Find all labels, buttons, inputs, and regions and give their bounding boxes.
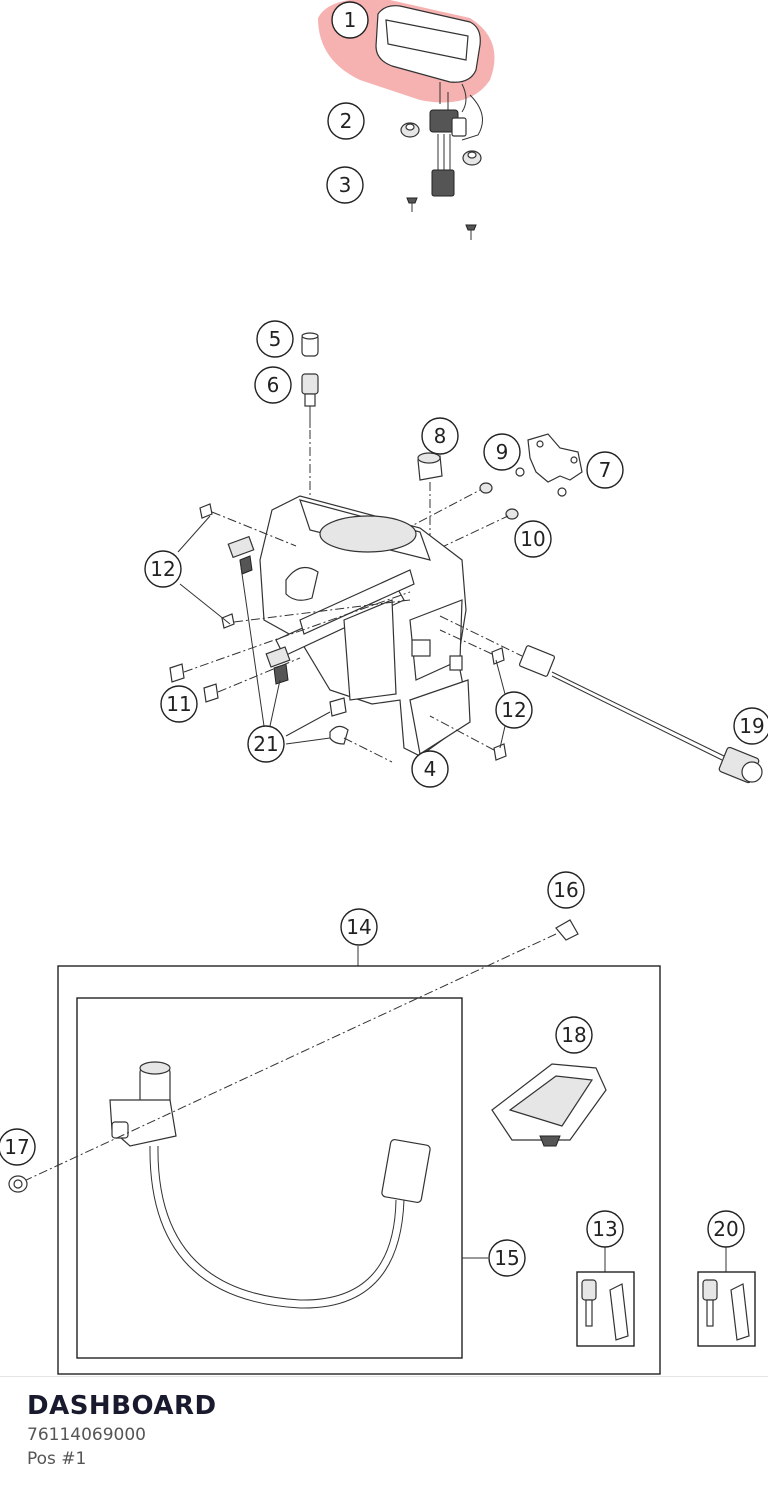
- callout-8[interactable]: 8: [421, 417, 459, 455]
- key-set-parts: [576, 1246, 756, 1347]
- callout-16[interactable]: 16: [547, 871, 585, 909]
- sensor-cable-part: [439, 615, 763, 784]
- callout-15[interactable]: 15: [488, 1239, 526, 1277]
- svg-text:4: 4: [424, 757, 437, 781]
- bracket-part: [259, 495, 471, 757]
- dashboard-connector: [429, 92, 483, 197]
- svg-text:19: 19: [739, 714, 764, 738]
- svg-text:5: 5: [269, 327, 282, 351]
- svg-text:8: 8: [434, 424, 447, 448]
- svg-text:2: 2: [340, 109, 353, 133]
- svg-text:20: 20: [713, 1217, 738, 1241]
- callout-9[interactable]: 9: [483, 433, 521, 471]
- svg-text:18: 18: [561, 1023, 586, 1047]
- svg-text:10: 10: [520, 527, 545, 551]
- clip-parts: [227, 535, 349, 745]
- ignition-lock-part: [109, 1061, 488, 1309]
- svg-text:12: 12: [150, 557, 175, 581]
- callout-7[interactable]: 7: [586, 451, 624, 489]
- ignition-kit-box: [57, 946, 661, 1375]
- lock-screw-part: [8, 919, 579, 1193]
- part-number: 76114069000: [27, 1425, 146, 1445]
- svg-text:21: 21: [253, 732, 278, 756]
- part-title: DASHBOARD: [27, 1391, 217, 1421]
- svg-text:12: 12: [501, 698, 526, 722]
- callout-21[interactable]: 21: [247, 725, 285, 763]
- callout-4[interactable]: 4: [411, 750, 449, 788]
- callout-5[interactable]: 5: [256, 320, 294, 358]
- mounting-plate-part: [527, 433, 583, 483]
- callout-20[interactable]: 20: [707, 1210, 745, 1248]
- callout-2[interactable]: 2: [327, 102, 365, 140]
- callout-6[interactable]: 6: [254, 366, 292, 404]
- washer-parts: [403, 467, 567, 549]
- key-fob-part: [491, 1063, 607, 1147]
- svg-text:15: 15: [494, 1246, 519, 1270]
- part-position: Pos #1: [27, 1449, 87, 1469]
- callout-19[interactable]: 19: [733, 707, 768, 745]
- svg-text:11: 11: [166, 692, 191, 716]
- callout-13[interactable]: 13: [586, 1210, 624, 1248]
- callout-12-left[interactable]: 12: [144, 550, 182, 588]
- callout-17[interactable]: 17: [0, 1128, 36, 1166]
- exploded-parts-diagram: 1 2 3 4 5 6 7 8 9 10 11 12 12 13 14 15 1…: [0, 0, 768, 1375]
- svg-text:16: 16: [553, 878, 578, 902]
- callout-14[interactable]: 14: [340, 908, 378, 946]
- svg-text:1: 1: [344, 8, 357, 32]
- callout-leaders: [177, 515, 506, 749]
- svg-text:17: 17: [4, 1135, 29, 1159]
- callout-3[interactable]: 3: [326, 166, 364, 204]
- screw-parts: [406, 197, 477, 240]
- svg-text:6: 6: [267, 373, 280, 397]
- part-info-panel: DASHBOARD 76114069000 Pos #1: [0, 1376, 768, 1492]
- svg-text:9: 9: [496, 440, 509, 464]
- grommet-parts: [400, 122, 482, 166]
- svg-text:14: 14: [346, 915, 371, 939]
- svg-text:13: 13: [592, 1217, 617, 1241]
- svg-text:7: 7: [599, 458, 612, 482]
- bushing-parts: [301, 332, 319, 500]
- callout-10[interactable]: 10: [514, 520, 552, 558]
- bracket-screws: [169, 503, 507, 763]
- callout-12-right[interactable]: 12: [495, 691, 533, 729]
- callout-1[interactable]: 1: [331, 1, 369, 39]
- svg-text:3: 3: [339, 173, 352, 197]
- callout-18[interactable]: 18: [555, 1016, 593, 1054]
- callout-11[interactable]: 11: [160, 685, 198, 723]
